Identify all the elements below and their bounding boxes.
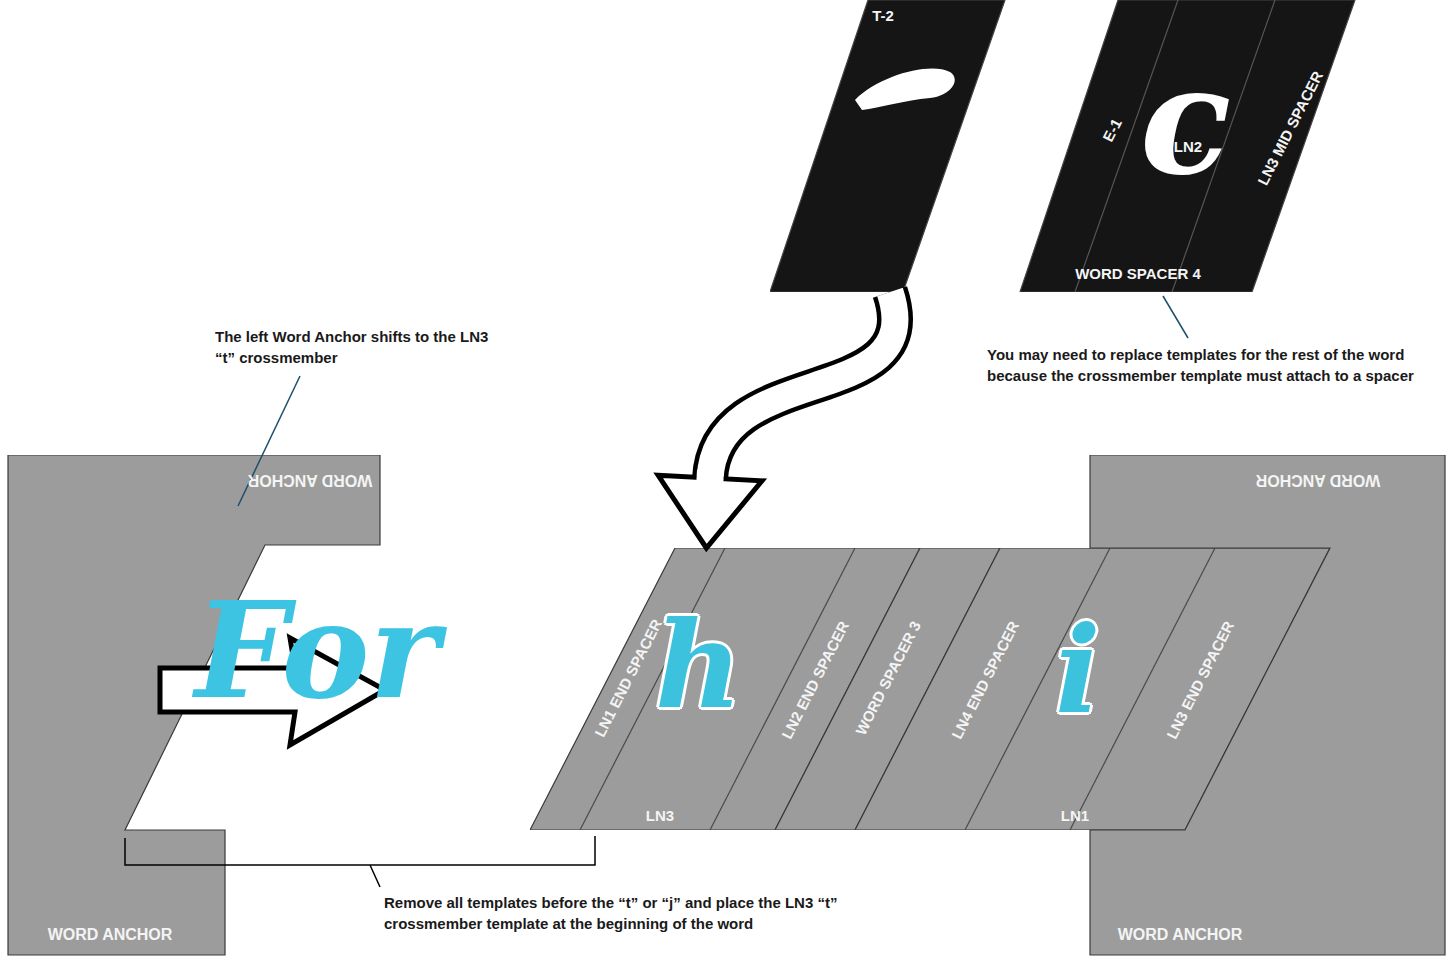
leader-line <box>1163 296 1188 338</box>
arrow-head <box>658 475 762 548</box>
template-label: WORD ANCHOR <box>1118 927 1243 943</box>
template-shape <box>770 0 1005 292</box>
template-shape <box>1020 0 1355 292</box>
template-label: WORD ANCHOR <box>248 472 373 488</box>
template-label: T-2 <box>872 8 894 23</box>
stencil-template: T-2 <box>770 0 1010 292</box>
letter-glyph: For <box>195 585 439 717</box>
curved-arrow <box>658 292 895 548</box>
template-label: LN3 <box>646 808 674 823</box>
letter-glyph: h <box>655 605 742 725</box>
letter-glyph: c <box>1140 45 1231 195</box>
letter-glyph: i <box>1055 610 1101 730</box>
leader-line <box>370 865 380 887</box>
arrow-body <box>710 292 895 478</box>
callout-note: You may need to replace templates for th… <box>987 344 1449 386</box>
crossmember-cutout <box>855 69 955 110</box>
template-label: LN1 <box>1061 808 1089 823</box>
template-label: WORD SPACER 4 <box>1075 266 1201 281</box>
template-label: WORD ANCHOR <box>48 927 173 943</box>
callout-note: The left Word Anchor shifts to the LN3 “… <box>215 326 505 368</box>
arrow-joint <box>696 470 724 482</box>
template-shape <box>1090 455 1445 955</box>
stencil-template: WORD ANCHOR WORD ANCHOR <box>1088 455 1452 956</box>
template-outline <box>770 0 1010 292</box>
template-outline <box>1088 455 1452 956</box>
template-label: WORD ANCHOR <box>1256 472 1381 488</box>
callout-note: Remove all templates before the “t” or “… <box>384 892 904 934</box>
arrow-outline <box>710 292 895 478</box>
